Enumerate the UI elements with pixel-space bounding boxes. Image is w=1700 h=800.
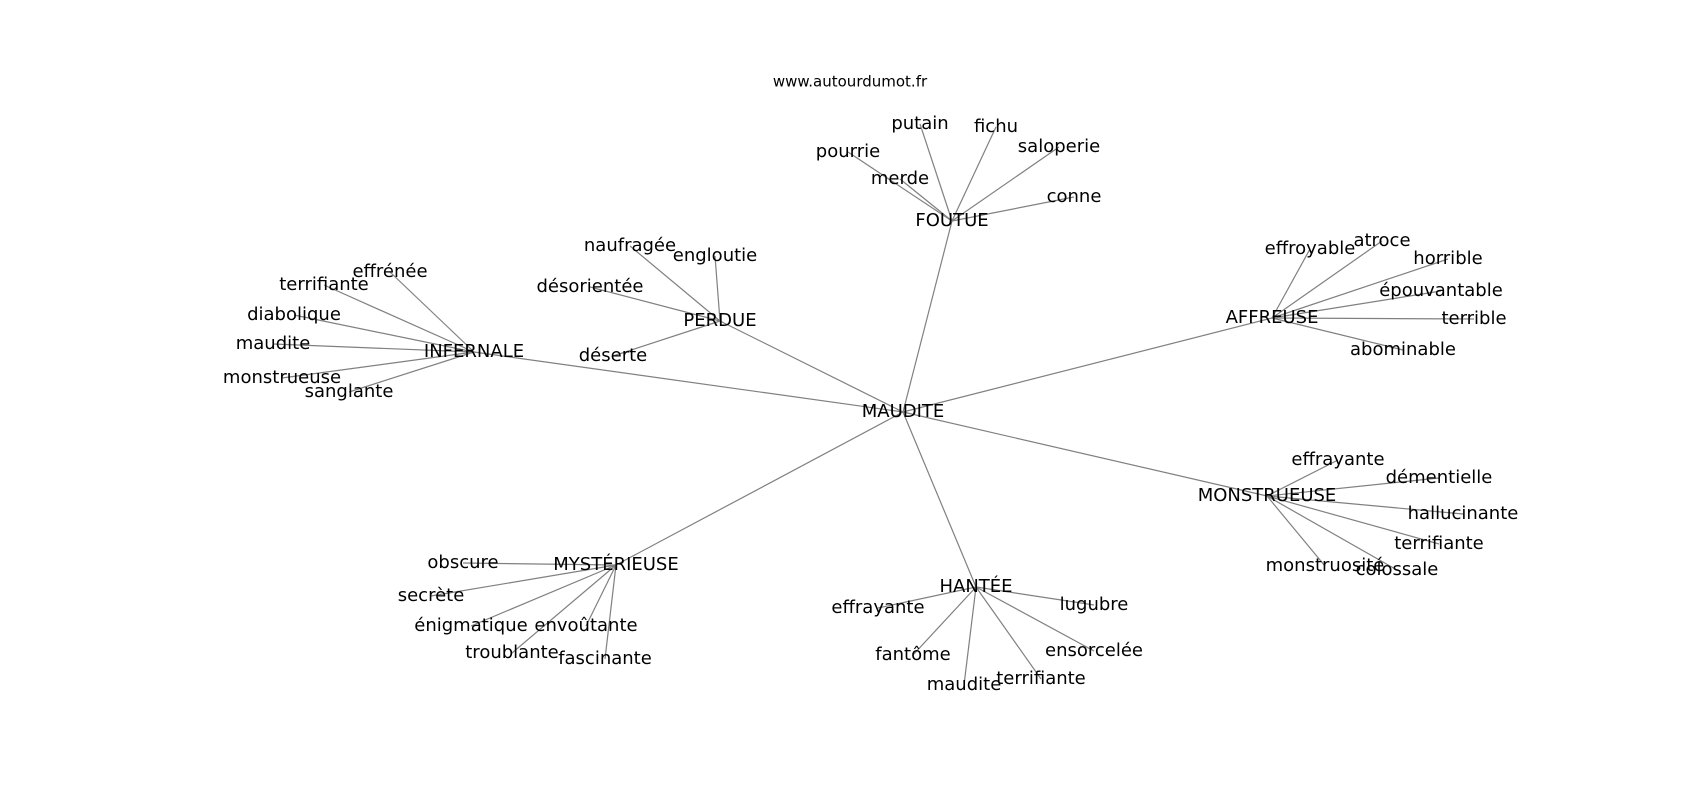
node-leaf-hantee-maudite[interactable]: maudite — [927, 674, 1002, 695]
edge-center-foutue — [902, 220, 953, 413]
edge-affreuse-atroce — [1271, 240, 1383, 319]
node-leaf-foutue-fichu[interactable]: fichu — [974, 116, 1018, 137]
edge-mysterieuse-obscure — [462, 562, 617, 566]
node-leaf-affreuse-effroyable[interactable]: effroyable — [1265, 238, 1356, 259]
node-leaf-hantee-effrayante[interactable]: effrayante — [831, 597, 924, 618]
edge-affreuse-effroyable — [1271, 248, 1311, 319]
edge-monstrueuse-terrifiante — [1266, 495, 1440, 545]
edge-mysterieuse-troublante — [511, 564, 617, 654]
edge-perdue-desorientee — [589, 286, 721, 322]
edge-center-mysterieuse — [615, 411, 904, 566]
node-leaf-monstrueuse-effrayante[interactable]: effrayante — [1291, 449, 1384, 470]
edge-infernale-sanglante — [348, 351, 475, 393]
node-leaf-foutue-conne[interactable]: conne — [1047, 186, 1102, 207]
node-hub-infernale[interactable]: INFERNALE — [424, 341, 524, 362]
node-leaf-perdue-naufragee[interactable]: naufragée — [584, 235, 676, 256]
node-leaf-affreuse-terrible[interactable]: terrible — [1441, 308, 1506, 329]
node-leaf-affreuse-horrible[interactable]: horrible — [1413, 248, 1482, 269]
node-leaf-foutue-pourrie[interactable]: pourrie — [816, 141, 880, 162]
node-leaf-infernale-terrifiante[interactable]: terrifiante — [279, 274, 369, 295]
edge-infernale-terrifiante — [323, 284, 475, 353]
node-leaf-foutue-saloperie[interactable]: saloperie — [1018, 136, 1100, 157]
node-leaf-hantee-ensorcelee[interactable]: ensorcelée — [1045, 640, 1143, 661]
edge-monstrueuse-effrayante — [1266, 459, 1339, 497]
node-leaf-mysterieuse-enigmatique[interactable]: énigmatique — [414, 615, 527, 636]
node-leaf-infernale-monstrueuse[interactable]: monstrueuse — [223, 367, 341, 388]
node-leaf-affreuse-abominable[interactable]: abominable — [1350, 339, 1456, 360]
edge-hantee-lugubre — [975, 586, 1095, 606]
node-leaf-monstrueuse-dementielle[interactable]: démentielle — [1386, 467, 1493, 488]
edge-foutue-saloperie — [951, 146, 1060, 222]
node-leaf-infernale-effrenee[interactable]: effrénée — [352, 261, 427, 282]
node-leaf-hantee-fantome[interactable]: fantôme — [875, 644, 950, 665]
node-leaf-perdue-deserte[interactable]: déserte — [579, 345, 647, 366]
edge-infernale-effrenee — [389, 271, 475, 353]
node-leaf-hantee-lugubre[interactable]: lugubre — [1060, 594, 1129, 615]
edge-monstrueuse-monstruosite — [1266, 495, 1326, 567]
node-hub-perdue[interactable]: PERDUE — [683, 310, 756, 331]
edge-foutue-putain — [919, 123, 953, 222]
edge-mysterieuse-envoutante — [585, 564, 617, 627]
node-hub-mysterieuse[interactable]: MYSTÉRIEUSE — [553, 553, 678, 575]
node-leaf-monstrueuse-hallucinante[interactable]: hallucinante — [1408, 503, 1519, 524]
node-hub-hantee[interactable]: HANTÉE — [939, 575, 1012, 597]
edge-center-hantee — [902, 411, 977, 588]
edge-monstrueuse-colossale — [1266, 495, 1398, 571]
edge-center-affreuse — [902, 317, 1273, 413]
node-leaf-perdue-engloutie[interactable]: engloutie — [673, 245, 757, 266]
node-leaf-monstrueuse-monstruosite[interactable]: monstruosité — [1266, 555, 1385, 576]
node-leaf-infernale-diabolique[interactable]: diabolique — [247, 304, 341, 325]
edge-perdue-engloutie — [714, 255, 721, 322]
edge-mysterieuse-fascinante — [604, 564, 617, 660]
edge-perdue-deserte — [612, 320, 721, 357]
graph-edges — [272, 123, 1475, 686]
node-leaf-affreuse-epouvantable[interactable]: épouvantable — [1379, 280, 1503, 301]
node-leaf-mysterieuse-secrete[interactable]: secrète — [398, 585, 465, 606]
node-leaf-infernale-maudite[interactable]: maudite — [236, 333, 311, 354]
node-leaf-foutue-merde[interactable]: merde — [871, 168, 929, 189]
node-leaf-mysterieuse-obscure[interactable]: obscure — [427, 552, 498, 573]
node-leaf-affreuse-atroce[interactable]: atroce — [1353, 230, 1410, 251]
node-leaf-foutue-putain[interactable]: putain — [891, 113, 948, 134]
node-leaf-hantee-terrifiante[interactable]: terrifiante — [996, 668, 1086, 689]
edge-affreuse-horrible — [1271, 258, 1449, 319]
node-leaf-perdue-desorientee[interactable]: désorientée — [537, 276, 644, 297]
edge-center-monstrueuse — [902, 411, 1268, 497]
node-leaf-monstrueuse-terrifiante[interactable]: terrifiante — [1394, 533, 1484, 554]
edge-infernale-maudite — [272, 343, 475, 353]
edge-monstrueuse-hallucinante — [1266, 495, 1464, 515]
node-leaf-monstrueuse-colossale[interactable]: colossale — [1356, 559, 1439, 580]
node-hub-foutue[interactable]: FOUTUE — [915, 210, 988, 231]
edge-affreuse-abominable — [1271, 317, 1404, 351]
edge-center-infernale — [473, 351, 904, 413]
edge-hantee-fantome — [912, 586, 977, 656]
node-leaf-mysterieuse-troublante[interactable]: troublante — [465, 642, 558, 663]
edge-infernale-diabolique — [293, 314, 475, 353]
edge-foutue-pourrie — [847, 151, 953, 222]
node-leaf-mysterieuse-fascinante[interactable]: fascinante — [558, 648, 652, 669]
edge-affreuse-terrible — [1271, 317, 1475, 320]
node-leaf-mysterieuse-envoutante[interactable]: envoûtante — [534, 615, 637, 636]
edge-foutue-fichu — [951, 126, 997, 222]
node-hub-affreuse[interactable]: AFFREUSE — [1226, 307, 1319, 328]
edge-perdue-naufragee — [629, 245, 721, 322]
edge-infernale-monstrueuse — [281, 351, 475, 379]
edge-foutue-conne — [951, 196, 1075, 222]
edge-mysterieuse-enigmatique — [470, 564, 617, 627]
site-caption[interactable]: www.autourdumot.fr — [773, 73, 928, 91]
edge-hantee-ensorcelee — [975, 586, 1095, 652]
node-center[interactable]: MAUDITE — [862, 401, 945, 422]
edge-hantee-effrayante — [877, 586, 977, 609]
edge-mysterieuse-secrete — [430, 564, 617, 597]
edge-center-perdue — [719, 320, 904, 413]
edge-hantee-maudite — [963, 586, 977, 686]
node-leaf-infernale-sanglante[interactable]: sanglante — [305, 381, 394, 402]
edge-affreuse-epouvantable — [1271, 290, 1442, 319]
edge-monstrueuse-dementielle — [1266, 477, 1440, 497]
edge-foutue-merde — [899, 178, 953, 222]
edge-hantee-terrifiante — [975, 586, 1042, 680]
node-hub-monstrueuse[interactable]: MONSTRUEUSE — [1198, 485, 1337, 506]
